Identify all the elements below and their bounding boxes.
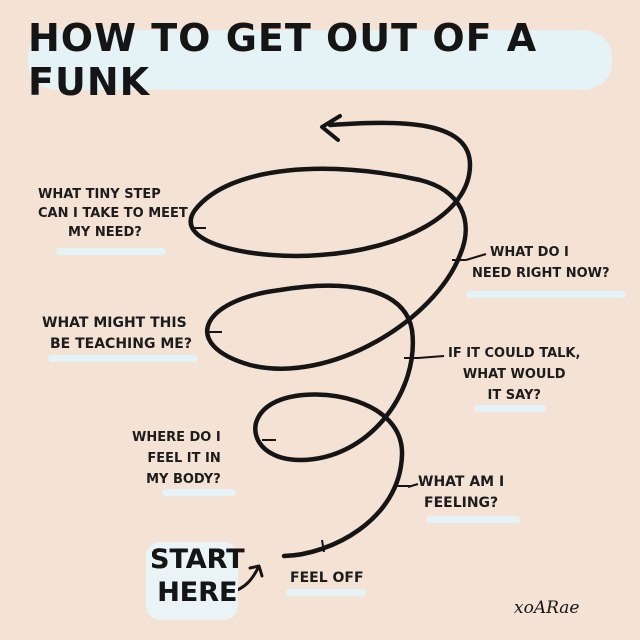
title-highlight: [28, 30, 612, 90]
arrowhead-icon: [320, 114, 342, 142]
need-line-1: WHAT DO I: [490, 245, 569, 260]
step-feel-off: FEEL OFF: [290, 568, 364, 589]
start-here-label: START HERE: [150, 543, 245, 609]
feeling-line-2: FEELING?: [424, 495, 499, 511]
step-what-am-i-feeling: WHAT AM I FEELING?: [418, 472, 504, 514]
highlight-tiny-step: [56, 248, 166, 255]
connector-need-right-now: [465, 253, 487, 261]
step-teaching-me: WHAT MIGHT THIS BE TEACHING ME?: [42, 313, 192, 355]
body-line-3: MY BODY?: [146, 472, 221, 487]
body-line-1: WHERE DO I: [132, 430, 221, 445]
start-highlight: [146, 542, 238, 620]
tick-feel-off: [321, 539, 325, 553]
step-if-it-could-talk: IF IT COULD TALK, WHAT WOULD IT SAY?: [448, 343, 580, 406]
spiral-path: [188, 120, 473, 559]
highlight-teaching: [48, 355, 198, 362]
feeling-line-1: WHAT AM I: [418, 474, 505, 490]
connector-if-it-could-talk: [417, 355, 445, 359]
highlight-say: [474, 405, 546, 412]
body-line-2: FEEL IT IN: [147, 451, 221, 466]
step-tiny-step: WHAT TINY STEP CAN I TAKE TO MEET MY NEE…: [38, 185, 188, 242]
teaching-line-1: WHAT MIGHT THIS: [42, 315, 187, 331]
tiny-step-line-2: CAN I TAKE TO MEET: [38, 206, 188, 221]
highlight-body: [162, 489, 236, 496]
start-line-1: START: [150, 544, 245, 575]
connector-what-am-i-feeling: [407, 483, 419, 488]
talk-line-1: IF IT COULD TALK,: [448, 346, 581, 361]
talk-line-3: IT SAY?: [487, 388, 541, 403]
start-line-2: HERE: [157, 577, 238, 608]
tiny-step-line-1: WHAT TINY STEP: [38, 187, 161, 202]
teaching-line-2: BE TEACHING ME?: [50, 336, 192, 352]
talk-line-2: WHAT WOULD: [462, 367, 566, 382]
step-need-right-now: WHAT DO I NEED RIGHT NOW?: [472, 242, 610, 284]
feel-off-line-1: FEEL OFF: [290, 570, 364, 586]
tiny-step-line-3: MY NEED?: [68, 225, 142, 240]
highlight-feeling: [426, 516, 520, 523]
highlight-feel-off: [286, 589, 366, 596]
step-where-in-body: WHERE DO I FEEL IT IN MY BODY?: [132, 427, 221, 490]
start-arrowhead-icon: [248, 564, 264, 578]
signature: xoARae: [514, 598, 580, 618]
need-line-2: NEED RIGHT NOW?: [472, 266, 610, 281]
highlight-need-now: [466, 291, 626, 298]
